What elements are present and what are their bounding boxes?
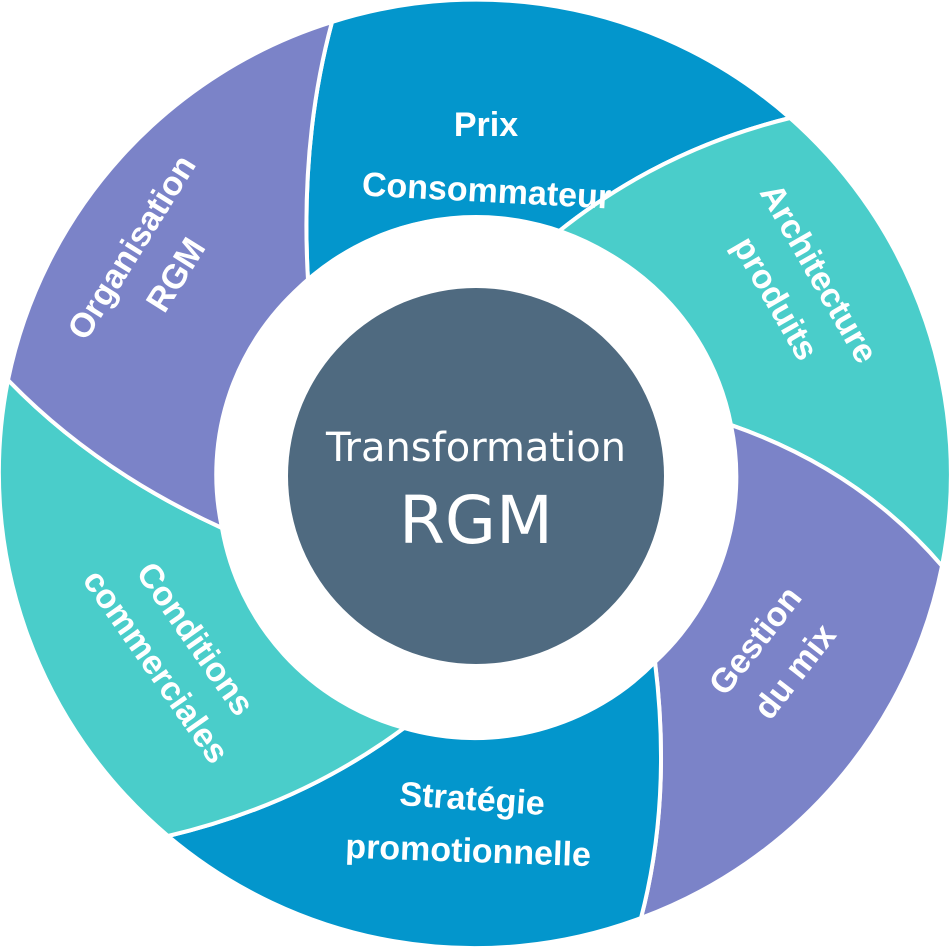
segment-architecture-produits bbox=[556, 116, 952, 568]
center-circle bbox=[288, 288, 664, 664]
segment-gestion-du-mix bbox=[639, 423, 944, 920]
segment-conditions-commerciales bbox=[0, 378, 406, 838]
center-title-line2: RGM bbox=[399, 482, 553, 559]
center-title-line1: Transformation bbox=[325, 425, 626, 471]
segment-strategie-promotionnelle bbox=[166, 660, 664, 949]
segment-label-line: Prix bbox=[454, 106, 518, 144]
segment-label-line: promotionnelle bbox=[345, 828, 592, 875]
